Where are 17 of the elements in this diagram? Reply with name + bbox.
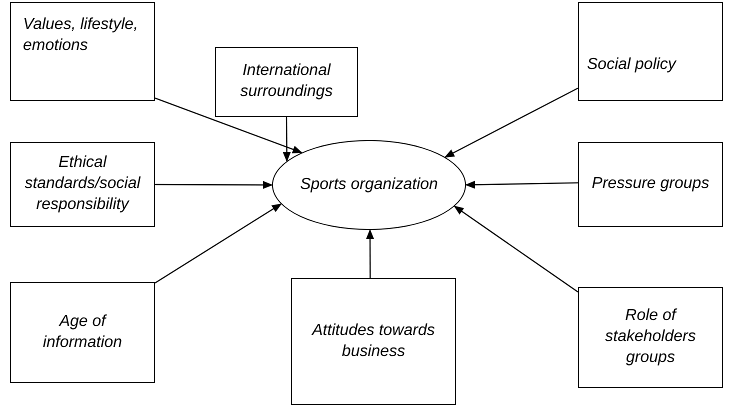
arrow — [454, 206, 578, 293]
arrow — [465, 180, 578, 189]
arrow — [155, 180, 273, 189]
arrow — [366, 229, 374, 278]
factor-box: Ethical standards/social responsibility — [10, 142, 155, 227]
arrow — [444, 88, 578, 158]
factor-box: Pressure groups — [578, 142, 723, 227]
factor-box: Social policy — [578, 2, 723, 101]
arrow — [154, 203, 282, 284]
arrow — [282, 117, 291, 162]
factor-box: International surroundings — [215, 47, 358, 117]
factor-box: Role of stakeholders groups — [578, 287, 723, 388]
factor-box: Age of information — [10, 282, 155, 383]
factor-box: Attitudes towards business — [291, 278, 456, 405]
ellipse-node: Sports organization — [272, 140, 466, 230]
factor-box: Values, lifestyle, emotions — [10, 2, 155, 101]
arrow — [154, 97, 303, 154]
